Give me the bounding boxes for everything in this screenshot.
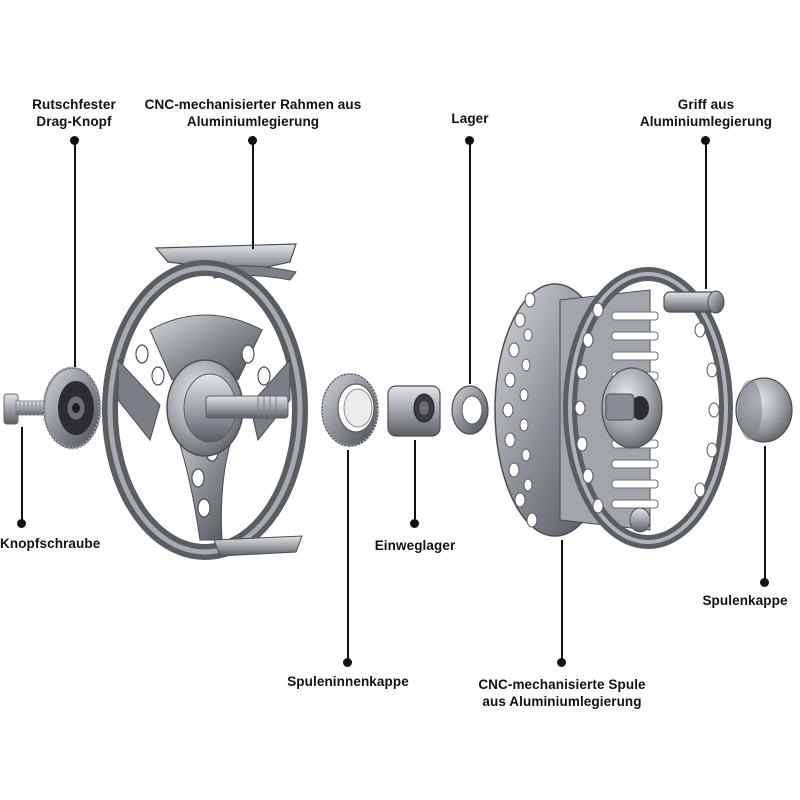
label-spool-line1: CNC-mechanisierte Spule [478,677,646,692]
label-spool: CNC-mechanisierte Spule aus Aluminiumleg… [456,676,668,710]
leader-line-spool [561,540,563,662]
spool-cap-part [735,377,793,443]
leader-dot-knob-screw [17,519,26,528]
label-one-way-bearing: Einweglager [354,537,476,554]
leader-line-inner-spool-cap [347,450,349,662]
label-frame-line1: CNC-mechanisierter Rahmen aus [144,97,362,112]
label-spool-cap: Spulenkappe [690,592,800,609]
label-frame: CNC-mechanisierter Rahmen aus Aluminiuml… [112,96,394,130]
label-bearing-line1: Lager [451,111,489,126]
leader-line-spool-cap [764,446,766,582]
leader-line-one-way-bearing [414,440,416,524]
leader-line-handle [705,141,707,289]
leader-line-knob-screw [21,427,23,523]
label-drag-knob-line1: Rutschfester [32,97,116,112]
label-frame-line2: Aluminiumlegierung [186,114,320,129]
drag-knob-part [42,366,102,450]
leader-dot-bearing [465,136,474,145]
label-spool-cap-line1: Spulenkappe [702,593,788,608]
label-handle-line2: Aluminiumlegierung [639,114,773,129]
bearing-part [451,385,489,435]
label-knob-screw: Knopfschraube [0,535,140,552]
frame-part [102,243,308,560]
leader-dot-handle [701,136,710,145]
label-drag-knob-line2: Drag-Knopf [36,114,112,129]
leader-line-frame [252,141,254,249]
leader-dot-one-way-bearing [410,519,419,528]
knob-screw-part [3,393,47,425]
leader-dot-spool-cap [760,578,769,587]
spool-part [494,267,733,549]
leader-dot-spool [557,658,566,667]
label-inner-spool-cap: Spuleninnenkappe [260,673,436,690]
label-handle: Griff aus Aluminiumlegierung [620,96,792,130]
label-drag-knob: Rutschfester Drag-Knopf [8,96,140,130]
leader-line-drag-knob [74,141,76,367]
label-one-way-bearing-line1: Einweglager [374,538,456,553]
one-way-bearing-part [387,385,441,437]
leader-dot-inner-spool-cap [343,658,352,667]
leader-line-bearing [469,141,471,384]
label-bearing: Lager [430,110,510,127]
inner-spool-cap-part [321,373,379,447]
label-handle-line1: Griff aus [677,97,735,112]
leader-dot-frame [248,136,257,145]
label-inner-spool-cap-line1: Spuleninnenkappe [287,674,409,689]
leader-dot-drag-knob [70,136,79,145]
label-knob-screw-line1: Knopfschraube [0,536,101,551]
label-spool-line2: aus Aluminiumlegierung [482,694,642,709]
